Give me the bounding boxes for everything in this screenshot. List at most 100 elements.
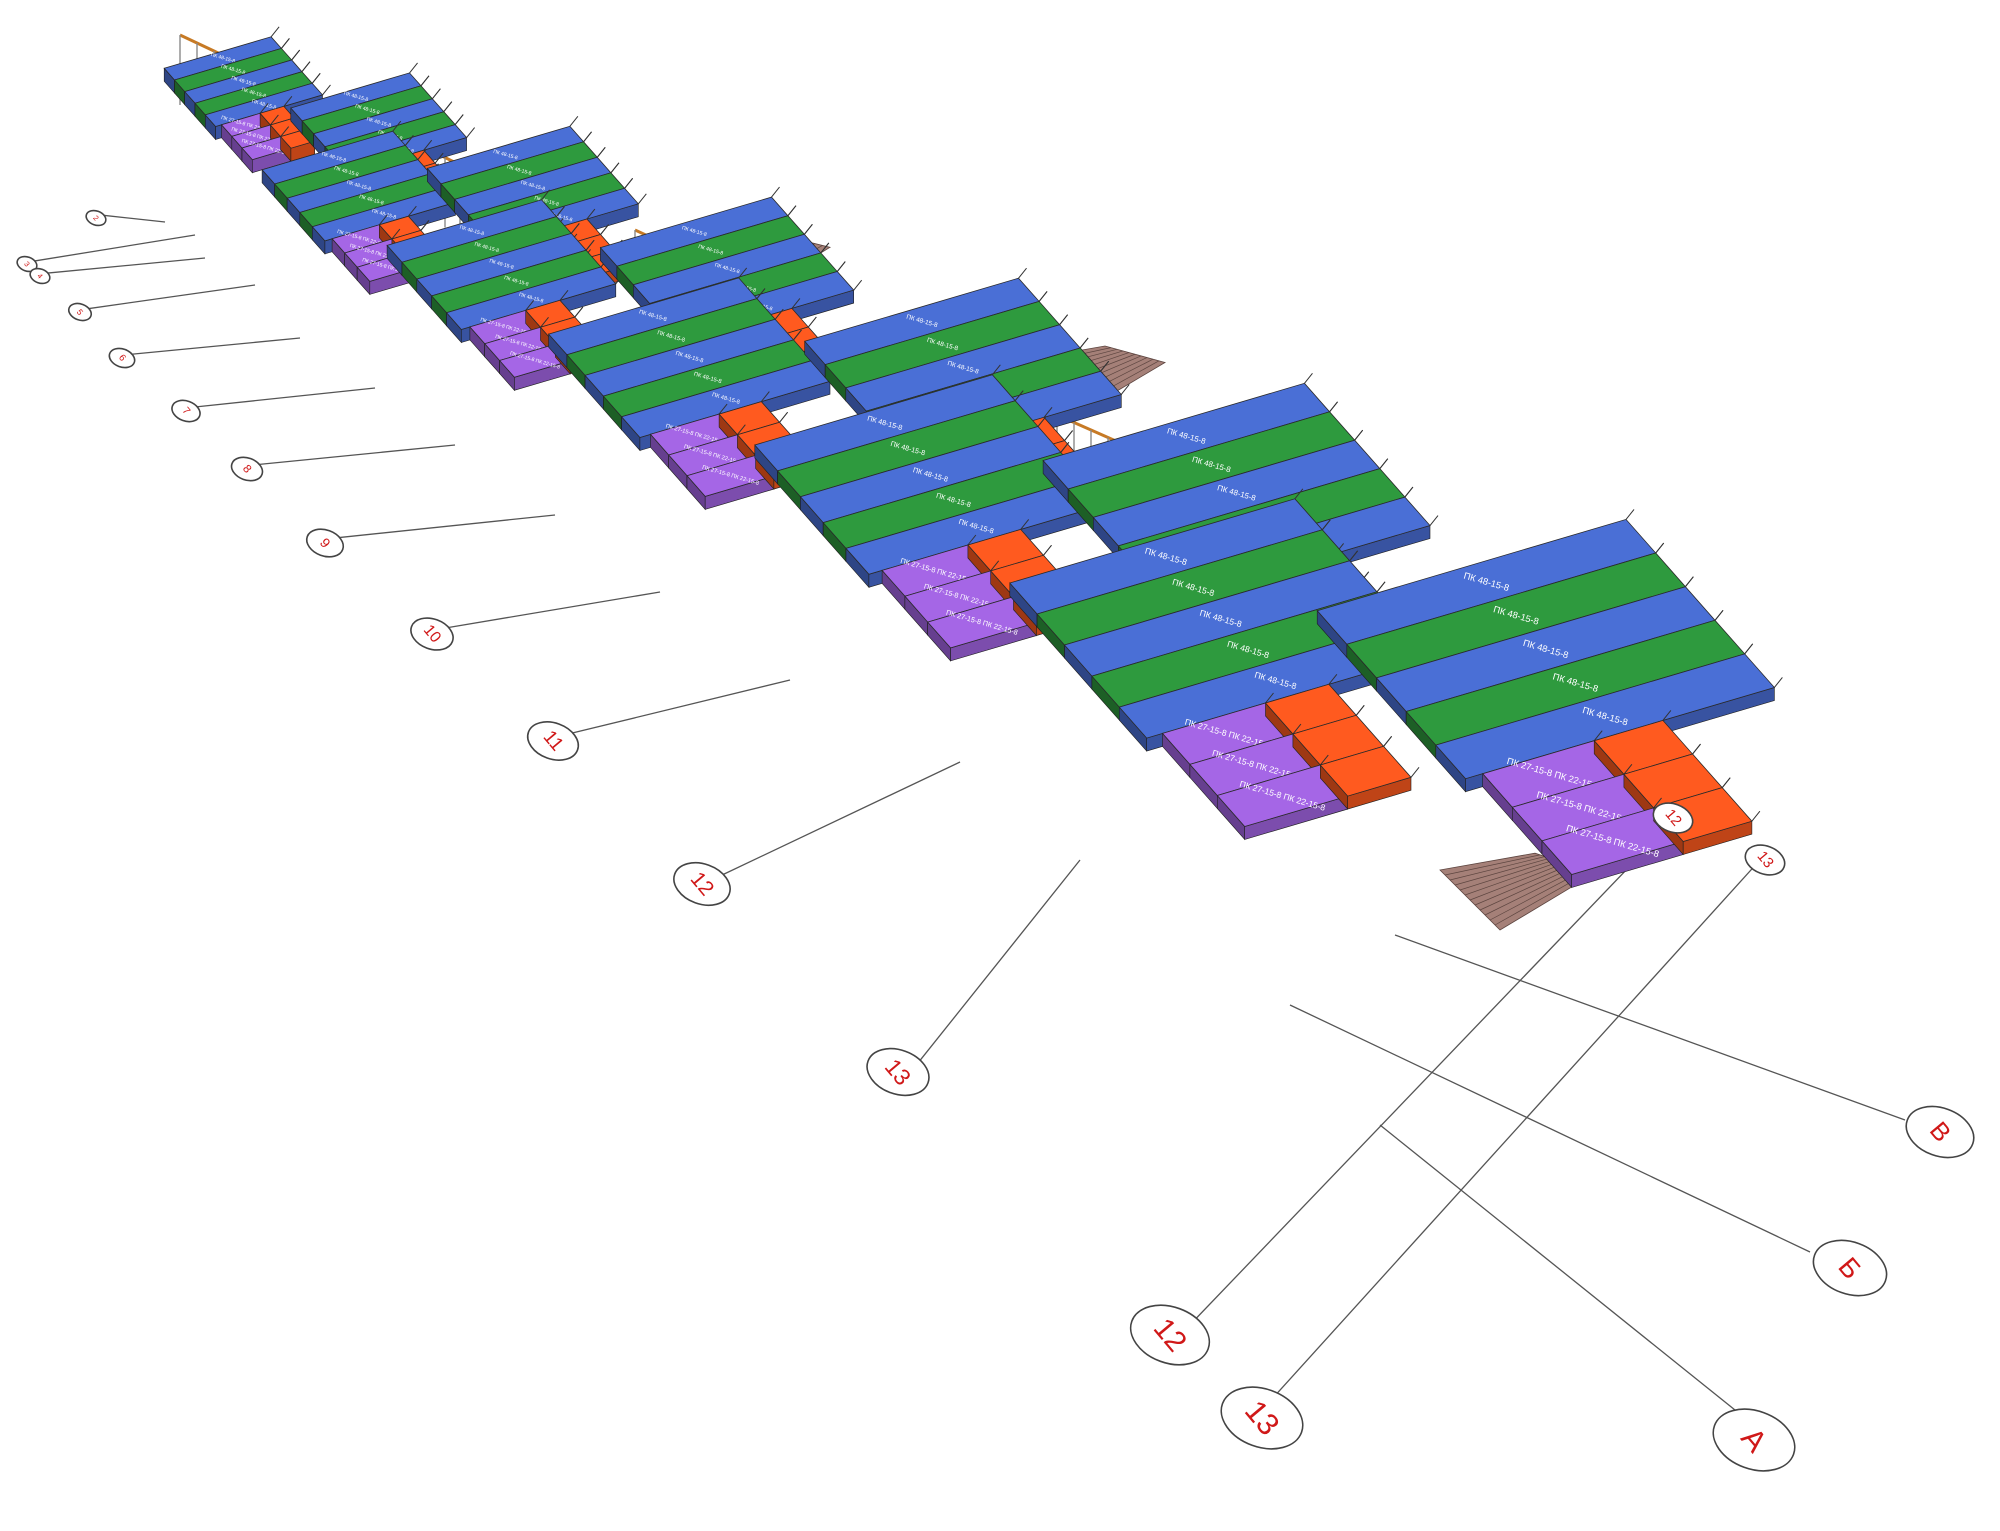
axis-line-4 [46,257,206,274]
axis-bubble-13-bottom-circle [1220,1386,1304,1450]
axis-line-3 [33,234,196,262]
slab-long-0-4-lifting-loop [322,84,331,96]
slab-long-4-1-lifting-loop [556,206,565,217]
axis-bubble-5: 5 [67,302,93,322]
slab-short-orange-0-0-lifting-loop [283,96,293,107]
axis-line-13 [917,859,1081,1064]
slab-long-6-2-lifting-loop [774,308,784,320]
slab-long-6-0-lifting-loop [738,267,748,279]
axis-bubble-4-label: 4 [35,272,45,281]
slab-long-11-4-top [1435,653,1776,780]
stair-front-lower-step [1444,854,1541,876]
slab-long-11-0-lifting-loop [1625,509,1635,520]
axis-line-13-diagonal [1261,859,1761,1411]
slab-short-orange-10-2-lifting-loop [1383,736,1393,747]
axis-bubble-13-top: 13 [1744,844,1786,876]
slab-long-10-3-lifting-loop [1376,581,1386,593]
axis-bubble-3-circle [16,255,38,273]
slab-short-purple-0-2: ПК 27-15-8 ПК 22-15-8 [241,126,300,174]
slab-short-purple-8-1-lifting-loop [990,560,1000,572]
axis-line-5 [87,284,256,310]
slab-short-purple-11-2-lifting-loop [1653,797,1662,809]
slab-short-purple-6-1-lifting-loop [736,424,746,436]
slab-long-0-1-lifting-loop [281,38,290,49]
slabs-layer: ПК 48-15-8ПК 48-15-8ПК 48-15-8ПК 48-15-8… [163,26,1783,889]
slab-long-1-4-lifting-loop [466,127,476,138]
slab-long-5-0-lifting-loop [771,186,780,198]
slab-long-3-4-lifting-loop [637,193,647,205]
slab-long-8-3-lifting-loop [1060,442,1070,453]
slab-long-9-2-lifting-loop [1354,429,1364,441]
slab-short-purple-0-0-lifting-loop [259,103,269,114]
slab-short-orange-11-0-lifting-loop [1662,710,1672,721]
slab-long-7-0-lifting-loop [1018,267,1027,279]
slab-long-9-3-lifting-loop [1379,458,1389,469]
slab-long-7-1-lifting-loop [1038,291,1048,302]
slab-short-orange-5-1-lifting-loop [807,316,817,328]
slab-short-orange-10-2-lifting-loop [1410,767,1420,778]
slab-long-5-3-lifting-loop [820,242,830,254]
axis-bubble-12-bottom-circle [1129,1304,1211,1366]
slab-short-purple-8-0-lifting-loop [967,534,977,546]
axis-bubble-13-bottom: 13 [1220,1386,1304,1450]
slab-short-orange-2-1-lifting-loop [420,220,430,231]
axis-bubble-2: 2 [85,209,107,227]
slab-long-6-3-lifting-loop [793,329,802,341]
axis-bubble-6-circle [108,347,136,369]
slab-long-2-1-lifting-loop [404,135,414,146]
slab-short-orange-10-2 [1319,736,1420,810]
slab-long-1-1-lifting-loop [420,75,430,87]
slab-short-orange-3-0-lifting-loop [586,208,596,220]
axis-bubble-4-circle [29,267,51,285]
axis-bubble-12-top: 12 [1652,802,1694,834]
axis-bubble-12-bottom: 12 [1129,1304,1211,1366]
slab-short-purple-4-0-lifting-loop [525,300,535,311]
axis-line-7 [194,387,376,408]
axis-bubble-10: 10 [410,617,454,651]
slab-long-9-4-lifting-loop [1404,486,1414,498]
stair-front-lower-step [1469,862,1566,901]
axis-bubble-7: 7 [171,399,201,423]
slab-long-11-1-lifting-loop [1655,542,1665,554]
axis-line-Б [1289,1004,1811,1253]
slab-long-11-4-lifting-loop [1744,643,1754,655]
axis-bubble-2-label: 2 [91,214,101,223]
axis-bubble-13-top-circle [1744,844,1786,876]
axis-bubble-13-circle [866,1047,930,1097]
slab-long-5-2-lifting-loop [803,223,813,235]
stair-front-lower-step [1454,857,1551,886]
slab-long-3-2-lifting-loop [596,146,606,158]
axis-bubble-2-circle [85,209,107,227]
slab-short-orange-11-1-lifting-loop [1692,743,1701,755]
slab-long-0-0-lifting-loop [270,26,280,38]
slab-long-7-4-lifting-loop [1120,384,1130,395]
slab-long-4-2-lifting-loop [570,223,580,234]
stair-front-lower-step [1449,856,1546,881]
slab-long-2-2-lifting-loop [417,149,427,160]
slab-short-orange-6-1-lifting-loop [779,411,788,423]
axis-line-6 [130,337,301,356]
slab-short-orange-10-1-lifting-loop [1355,704,1365,716]
axis-bubble-8: 8 [230,456,264,482]
slab-long-3-0-lifting-loop [569,115,579,127]
slab-long-1-3-lifting-loop [443,101,453,112]
slab-long-5-1-lifting-loop [787,205,797,217]
slab-long-5-4-lifting-loop [853,279,863,291]
slab-short-purple-10-1-lifting-loop [1292,723,1302,735]
slab-long-1-2-lifting-loop [431,88,441,100]
slab-long-9-1-lifting-loop [1329,401,1338,413]
slab-long-3-3-lifting-loop [610,162,620,174]
axis-bubble-12-top-circle [1652,802,1694,834]
slab-short-purple-11-1-lifting-loop [1623,763,1633,775]
slab-short-purple-11-2: ПК 27-15-8 ПК 22-15-8 [1541,797,1692,889]
slab-long-0-4-lifting-loop [311,72,321,84]
slab-short-orange-1-0-lifting-loop [423,139,433,151]
axis-bubble-11-circle [526,721,580,761]
axis-line-11 [569,679,791,735]
slab-short-purple-6-0-lifting-loop [718,403,728,415]
axis-line-12 [719,761,961,877]
slab-short-purple-0-2-lifting-loop [280,126,290,137]
slab-long-6-1-lifting-loop [756,288,766,299]
